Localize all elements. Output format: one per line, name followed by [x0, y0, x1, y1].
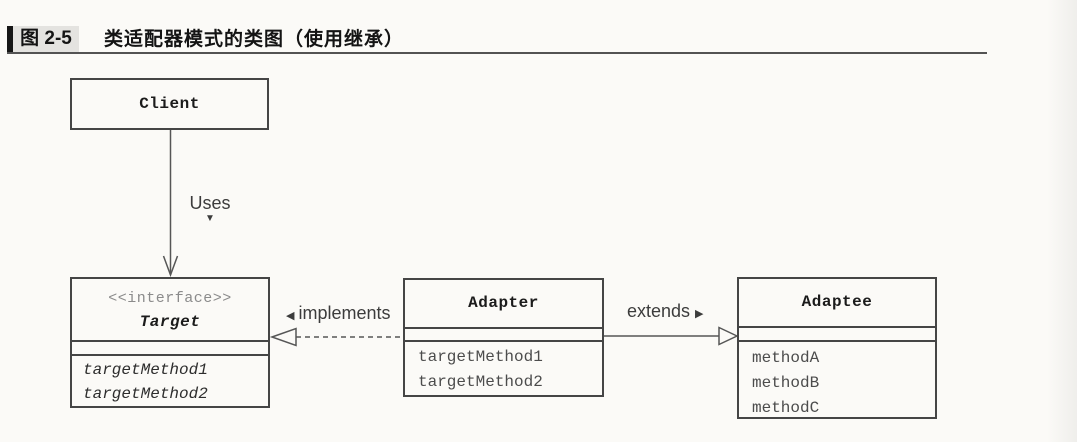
attributes-compartment-empty — [739, 326, 935, 342]
class-header: Adaptee — [739, 279, 935, 326]
class-name: Client — [139, 95, 200, 113]
implements-label-text: implements — [298, 303, 391, 323]
right-triangle-icon: ▶ — [695, 308, 704, 320]
attributes-compartment-empty — [405, 327, 602, 342]
figure-accent-bar — [7, 26, 13, 52]
class-box-target: <<interface>> Target targetMethod1 targe… — [70, 277, 270, 408]
extends-label-text: extends — [627, 301, 691, 321]
class-box-adaptee: Adaptee methodA methodB methodC — [737, 277, 937, 419]
methods-compartment: targetMethod1 targetMethod2 — [405, 342, 602, 395]
class-name: Adapter — [468, 294, 539, 312]
method-item: targetMethod1 — [83, 361, 208, 379]
interface-stereotype: <<interface>> — [108, 290, 232, 307]
methods-compartment: targetMethod1 targetMethod2 — [72, 356, 268, 406]
method-item: targetMethod2 — [83, 385, 208, 403]
method-item: methodA — [752, 349, 820, 367]
uses-open-arrowhead — [162, 255, 179, 278]
class-box-adapter: Adapter targetMethod1 targetMethod2 — [403, 278, 604, 397]
class-header: Adapter — [405, 280, 602, 327]
methods-compartment: methodA methodB methodC — [739, 342, 935, 421]
implements-relation-label: ◀implements — [286, 303, 391, 324]
extends-hollow-arrowhead — [718, 326, 739, 346]
down-triangle-icon: ▼ — [205, 213, 215, 224]
extends-relation-label: extends ▶ — [627, 301, 704, 322]
figure-title: 类适配器模式的类图（使用继承） — [104, 29, 405, 50]
method-item: targetMethod2 — [418, 373, 543, 391]
figure-title-underline — [7, 52, 987, 54]
attributes-compartment-empty — [72, 340, 268, 356]
class-name: Adaptee — [801, 293, 873, 311]
class-name: Target — [139, 313, 201, 331]
class-box-client: Client — [70, 78, 269, 130]
method-item: methodC — [752, 399, 820, 417]
uses-relation-label: Uses ▼ — [183, 193, 237, 224]
left-triangle-icon: ◀ — [286, 310, 295, 322]
class-header: <<interface>> Target — [72, 279, 268, 340]
method-item: methodB — [752, 374, 820, 392]
implements-hollow-arrowhead — [269, 327, 297, 347]
method-item: targetMethod1 — [418, 348, 543, 366]
uses-label-text: Uses — [189, 193, 231, 213]
figure-number: 图 2-5 — [13, 26, 79, 52]
